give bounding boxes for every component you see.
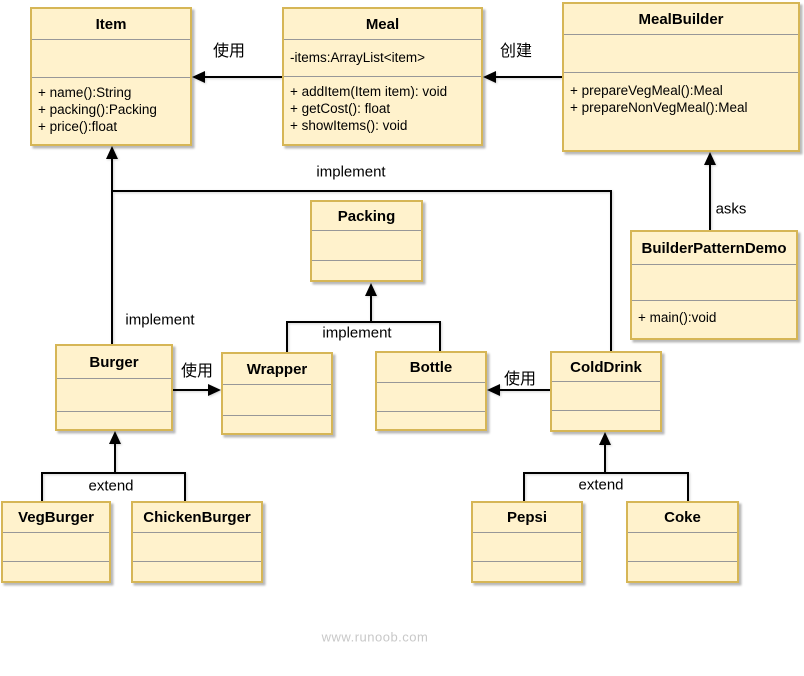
- arrowhead-left-icon: [487, 384, 500, 396]
- class-methods: + main():void: [632, 300, 796, 338]
- class-box-wrapper: Wrapper: [221, 352, 333, 435]
- class-attributes: [57, 378, 171, 411]
- edge-label-extend-colddrink: extend: [578, 476, 624, 494]
- class-method: + name():String: [38, 85, 132, 100]
- class-box-coke: Coke: [626, 501, 739, 583]
- watermark: www.runoob.com: [321, 629, 429, 645]
- class-methods: [628, 561, 737, 581]
- class-attributes: [377, 382, 485, 411]
- class-attributes: [223, 384, 331, 415]
- edge-label-extend-burger: extend: [88, 477, 134, 495]
- arrowhead-left-icon: [192, 71, 205, 83]
- class-title: Packing: [337, 207, 396, 225]
- edge-label-use-item: 使用: [212, 43, 246, 60]
- edge-label-use-bottle: 使用: [503, 371, 537, 388]
- class-attributes: [473, 532, 581, 561]
- class-method: + addItem(Item item): void: [290, 84, 448, 99]
- edge-label-implement-packing: implement: [322, 324, 392, 342]
- class-title: MealBuilder: [638, 10, 724, 28]
- class-title: ColdDrink: [570, 358, 642, 376]
- class-title: Burger: [89, 353, 139, 371]
- arrowhead-right-icon: [208, 384, 221, 396]
- class-methods: + prepareVegMeal():Meal + prepareNonVegM…: [564, 72, 798, 150]
- arrowhead-up-icon: [599, 432, 611, 445]
- class-methods: [223, 415, 331, 433]
- class-methods: [377, 411, 485, 429]
- class-title: Pepsi: [506, 509, 548, 526]
- class-attributes: [628, 532, 737, 561]
- class-box-colddrink: ColdDrink: [550, 351, 662, 432]
- class-box-mealbuilder: MealBuilder + prepareVegMeal():Meal + pr…: [562, 2, 800, 152]
- class-title: Wrapper: [246, 360, 308, 378]
- class-title: Bottle: [409, 359, 453, 376]
- class-methods: [552, 410, 660, 430]
- class-attributes: [552, 381, 660, 410]
- class-methods: [57, 411, 171, 429]
- class-title: Coke: [664, 509, 701, 526]
- class-method: + price():float: [38, 119, 118, 134]
- class-box-item: Item + name():String + packing():Packing…: [30, 7, 192, 146]
- class-box-vegburger: VegBurger: [1, 501, 111, 583]
- class-method: + showItems(): void: [290, 118, 408, 133]
- class-box-packing: Packing: [310, 200, 423, 282]
- class-title: Meal: [365, 15, 400, 33]
- class-attributes: [133, 532, 261, 561]
- class-attributes: [564, 34, 798, 72]
- class-attributes: [312, 230, 421, 260]
- class-method: + packing():Packing: [38, 102, 157, 117]
- class-box-meal: Meal -items:ArrayList<item> + addItem(It…: [282, 7, 483, 146]
- class-methods: [3, 561, 109, 581]
- class-title: Item: [95, 15, 127, 33]
- edge-label-use-wrapper: 使用: [180, 363, 214, 380]
- class-methods: [312, 260, 421, 280]
- class-attribute: -items:ArrayList<item>: [290, 50, 426, 65]
- class-attributes: [632, 264, 796, 300]
- class-box-burger: Burger: [55, 344, 173, 431]
- class-attributes: -items:ArrayList<item>: [284, 39, 481, 76]
- arrowhead-up-icon: [109, 431, 121, 444]
- class-box-pepsi: Pepsi: [471, 501, 583, 583]
- class-methods: [133, 561, 261, 581]
- class-methods: [473, 561, 581, 581]
- class-title: ChickenBurger: [143, 509, 251, 526]
- arrowhead-up-icon: [106, 146, 118, 159]
- class-box-bottle: Bottle: [375, 351, 487, 431]
- arrowhead-up-icon: [704, 152, 716, 165]
- class-method: + prepareVegMeal():Meal: [570, 83, 723, 98]
- class-method: + getCost(): float: [290, 101, 391, 116]
- edge-label-implement-burger: implement: [125, 311, 195, 329]
- edge-label-create-meal: 创建: [499, 43, 533, 60]
- class-method: + main():void: [638, 310, 717, 325]
- class-box-builderpatterndemo: BuilderPatternDemo + main():void: [630, 230, 798, 340]
- edge-label-implement-item: implement: [316, 163, 386, 181]
- arrowhead-up-icon: [365, 283, 377, 296]
- arrowhead-left-icon: [483, 71, 496, 83]
- edge-label-asks: asks: [715, 200, 747, 218]
- class-methods: + name():String + packing():Packing + pr…: [32, 77, 190, 144]
- class-method: + prepareNonVegMeal():Meal: [570, 100, 748, 115]
- class-methods: + addItem(Item item): void + getCost(): …: [284, 76, 481, 144]
- class-attributes: [32, 39, 190, 77]
- class-attributes: [3, 532, 109, 561]
- class-box-chickenburger: ChickenBurger: [131, 501, 263, 583]
- class-title: VegBurger: [18, 509, 94, 526]
- class-title: BuilderPatternDemo: [641, 239, 787, 257]
